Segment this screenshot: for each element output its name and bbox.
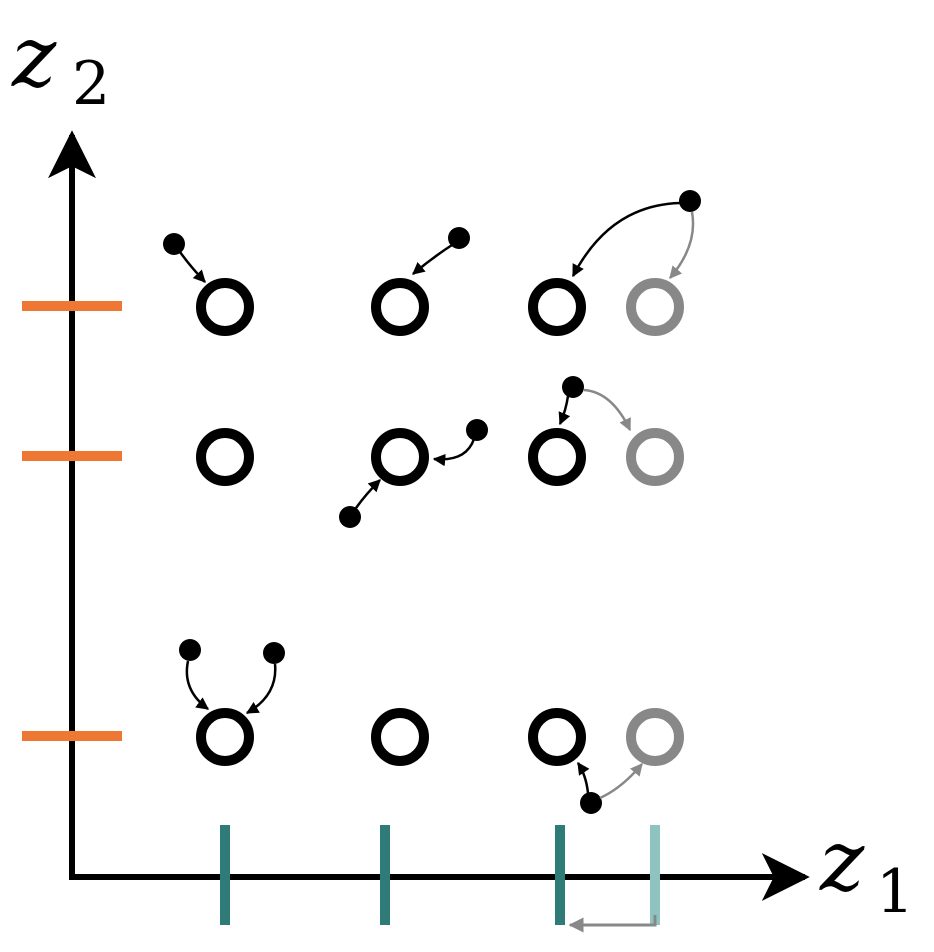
tick-shift-arrow xyxy=(568,915,657,933)
node-r1-c2 xyxy=(371,278,429,336)
node-r2-c2 xyxy=(371,428,429,486)
arrow-p4 xyxy=(558,395,571,426)
node-r2-c1 xyxy=(196,428,254,486)
point-7 xyxy=(179,639,201,661)
node-r2-c3 xyxy=(528,428,586,486)
point-3 xyxy=(679,190,701,212)
arrow-p2 xyxy=(412,243,453,275)
y-axis-label-base: z xyxy=(11,8,57,106)
node-r3-c2 xyxy=(371,708,429,766)
point-9 xyxy=(580,792,602,814)
arrow-p7 xyxy=(185,660,210,711)
node-r3-c3 xyxy=(528,708,586,766)
point-6 xyxy=(339,506,361,528)
arrow-p3 xyxy=(571,201,681,278)
arrow-p6 xyxy=(354,479,381,509)
point-1 xyxy=(163,233,185,255)
faded-node-r1 xyxy=(626,278,684,336)
gray-arrow-p4 xyxy=(583,388,632,432)
assignment-arrows xyxy=(178,201,681,794)
x-axis-label-base: z xyxy=(819,812,865,910)
point-4 xyxy=(562,376,584,398)
x-axis-label: z 1 xyxy=(819,812,914,927)
point-8 xyxy=(263,642,285,664)
shifted-assignment-arrows xyxy=(583,211,695,800)
point-2 xyxy=(448,227,470,249)
arrow-p8 xyxy=(245,663,277,715)
gray-arrow-p3 xyxy=(669,211,695,279)
x-axis-label-sub: 1 xyxy=(876,857,914,927)
faded-node-r3 xyxy=(626,708,684,766)
y-axis-label-sub: 2 xyxy=(72,49,110,119)
node-r1-c3 xyxy=(528,278,586,336)
faded-node-r2 xyxy=(626,428,684,486)
node-r3-c1 xyxy=(196,708,254,766)
gray-arrow-p9 xyxy=(599,763,643,800)
y-axis-label: z 2 xyxy=(11,8,110,119)
faded-nodes xyxy=(626,278,684,766)
point-5 xyxy=(466,419,488,441)
arrow-p9 xyxy=(576,761,590,794)
grid-nodes xyxy=(196,278,586,766)
node-r1-c1 xyxy=(196,278,254,336)
sample-points xyxy=(163,190,701,814)
arrow-p5 xyxy=(432,438,476,467)
arrow-p1 xyxy=(178,251,206,283)
